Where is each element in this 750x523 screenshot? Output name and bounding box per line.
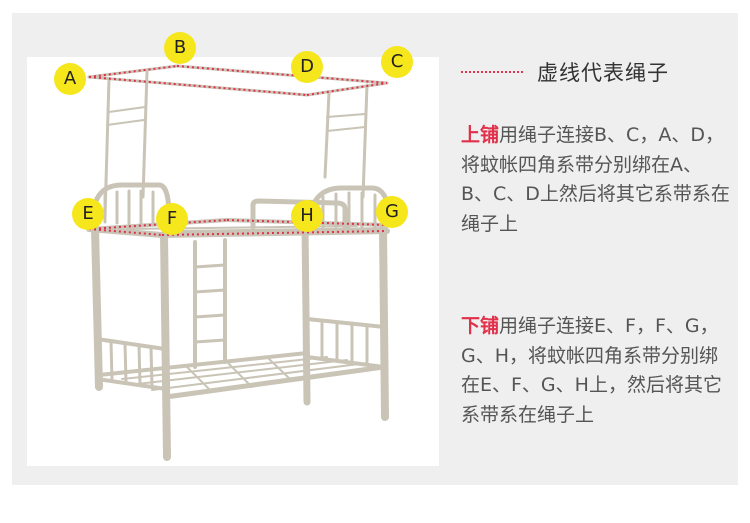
marker-b: B	[164, 32, 196, 64]
marker-g: G	[376, 196, 408, 228]
bunk-bed-illustration	[86, 64, 392, 461]
marker-d: D	[291, 51, 323, 83]
lower-bunk-text: 用绳子连接E、F，F、G，G、H，将蚊帐四角系带分别绑在E、F、G、H上，然后将…	[461, 315, 722, 426]
marker-h: H	[291, 200, 323, 232]
legend: 虚线代表绳子	[461, 55, 669, 89]
lower-bunk-title: 下铺	[461, 315, 500, 337]
upper-bunk-title: 上铺	[461, 124, 500, 146]
marker-c: C	[381, 46, 413, 78]
lower-bunk-instructions: 下铺用绳子连接E、F，F、G，G、H，将蚊帐四角系带分别绑在E、F、G、H上，然…	[461, 312, 731, 430]
upper-bunk-instructions: 上铺用绳子连接B、C，A、D，将蚊帐四角系带分别绑在A、B、C、D上然后将其它系…	[461, 121, 731, 239]
marker-a: A	[54, 63, 86, 95]
bunk-bed-photo	[27, 57, 439, 466]
legend-text: 虚线代表绳子	[537, 61, 669, 85]
marker-f: F	[156, 203, 188, 235]
upper-bunk-text: 用绳子连接B、C，A、D，将蚊帐四角系带分别绑在A、B、C、D上然后将其它系带系…	[461, 124, 730, 235]
rope-legend-line	[461, 71, 523, 73]
marker-e: E	[72, 198, 104, 230]
rope-lines	[88, 65, 388, 236]
